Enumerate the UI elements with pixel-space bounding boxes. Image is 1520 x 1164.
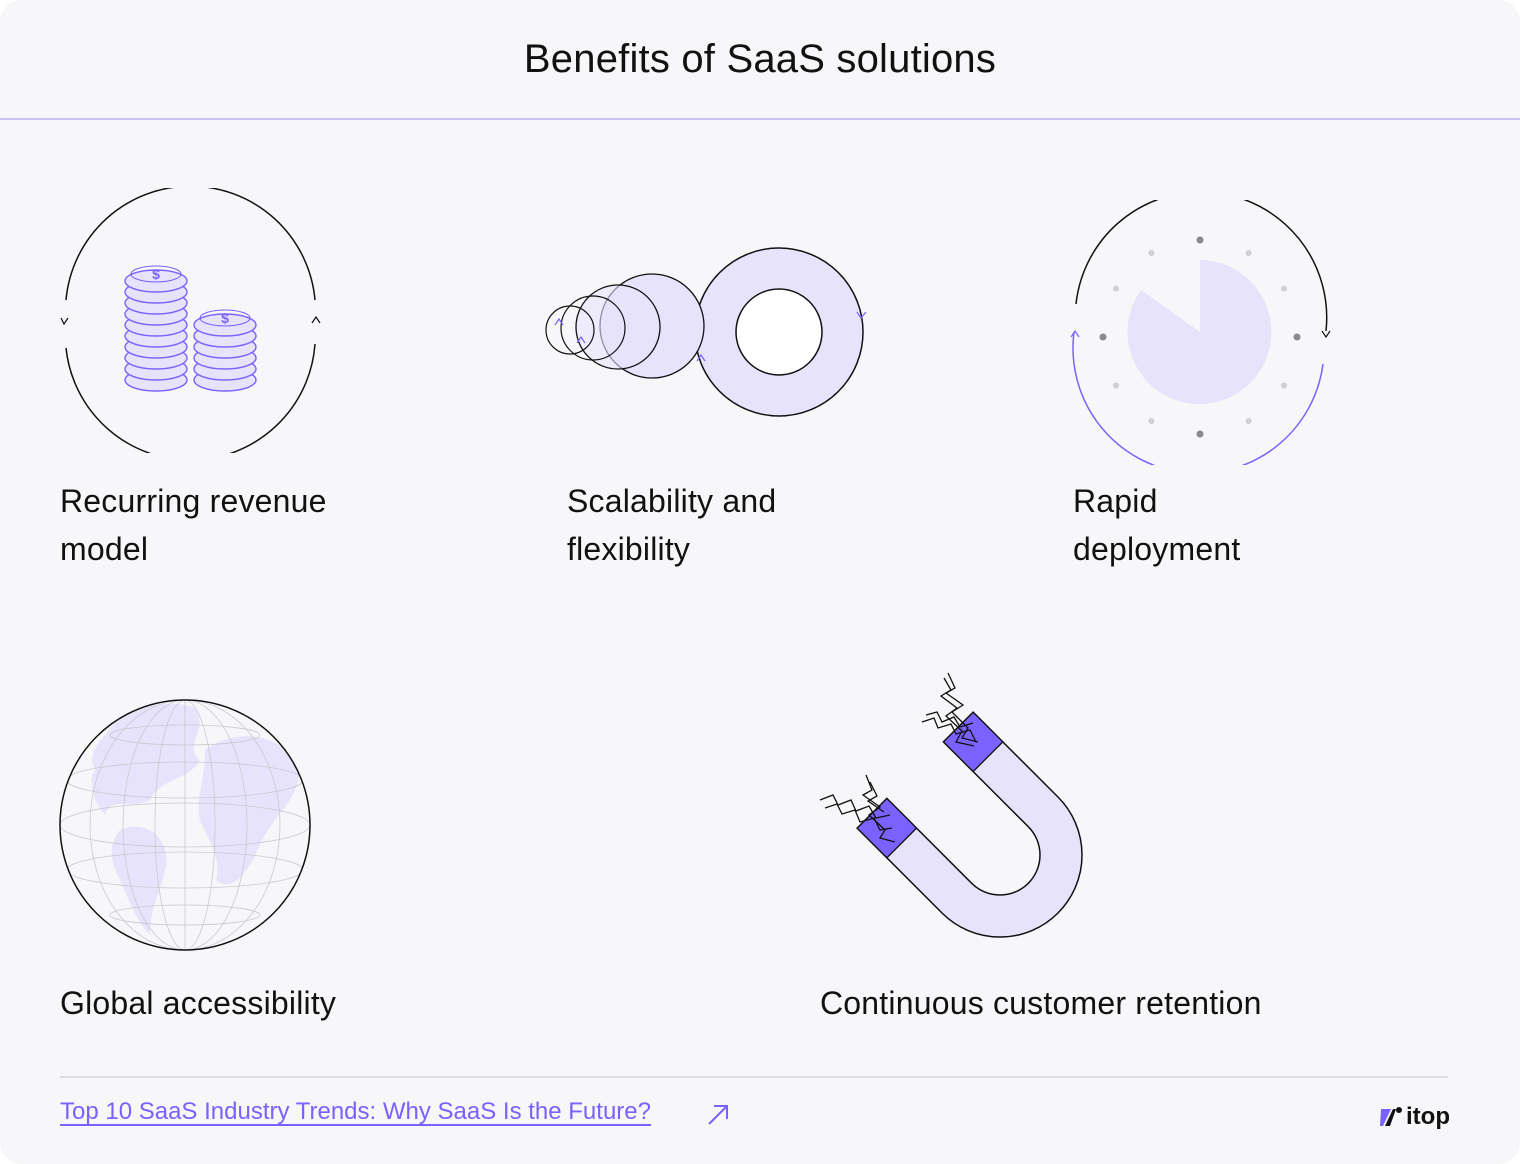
- coins-cycle-icon: $ $: [60, 188, 321, 453]
- article-link[interactable]: Top 10 SaaS Industry Trends: Why SaaS Is…: [60, 1098, 651, 1125]
- brand-logo: itop: [1378, 1102, 1450, 1132]
- clock-hour-dots: [1099, 236, 1301, 438]
- logo-mark-icon: [1380, 1107, 1402, 1126]
- footer-divider: [60, 1076, 1448, 1078]
- globe-icon: [59, 699, 311, 951]
- benefit-label-scalability: Scalability and flexibility: [567, 483, 777, 567]
- logo-text: itop: [1406, 1103, 1450, 1130]
- page-title: Benefits of SaaS solutions: [523, 36, 997, 81]
- svg-text:$: $: [221, 310, 229, 326]
- header: Benefits of SaaS solutions: [0, 0, 1520, 120]
- clock-timer-icon: [1070, 200, 1331, 465]
- svg-text:$: $: [152, 266, 160, 282]
- expanding-circles-icon: [545, 247, 867, 417]
- benefit-label-customer-retention: Continuous customer retention: [820, 985, 1262, 1021]
- magnet-icon: [819, 672, 1083, 938]
- coin-stack-right: $: [193, 309, 257, 392]
- benefit-label-global-accessibility: Global accessibility: [60, 985, 337, 1021]
- benefit-label-recurring-revenue: Recurring revenue model: [60, 483, 327, 567]
- benefit-label-rapid-deployment: Rapid deployment: [1073, 483, 1241, 567]
- coin-stack-left: $: [124, 265, 188, 392]
- arrow-up-right-icon[interactable]: [706, 1103, 730, 1127]
